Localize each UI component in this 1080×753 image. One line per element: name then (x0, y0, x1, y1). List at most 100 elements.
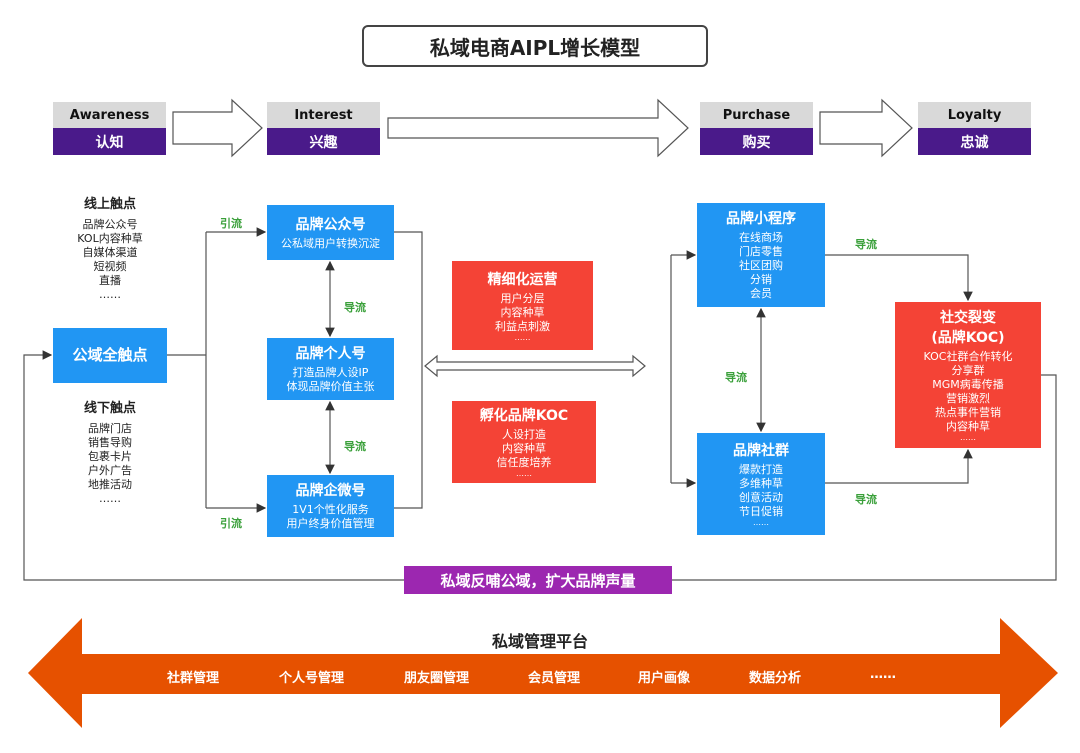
box-line: 1V1个性化服务 (292, 503, 369, 516)
list-item: 地推活动 (88, 478, 132, 491)
box-line: 热点事件营销 (935, 406, 1001, 419)
box-line: 利益点刺激 (495, 319, 550, 333)
platform-item: 用户画像 (638, 671, 691, 686)
box-line: …… (960, 433, 976, 442)
box-line: 会员 (750, 287, 772, 300)
box-line: 节日促销 (739, 505, 783, 518)
box-line: 内容种草 (946, 420, 990, 433)
flow-label: 导流 (725, 371, 747, 384)
hollow-arrow-2 (387, 98, 689, 158)
box-line: 打造品牌人设IP (292, 366, 369, 379)
list-item: 销售导购 (88, 436, 132, 449)
box-line: 爆款打造 (739, 463, 783, 476)
online-touchpoints: 线上触点 品牌公众号 KOL内容种草 自媒体渠道 短视频 直播 …… (55, 198, 165, 302)
stage-en: Awareness (53, 102, 166, 128)
stage-zh: 认知 (53, 128, 166, 155)
offline-touchpoints: 线下触点 品牌门店 销售导购 包裹卡片 户外广告 地推活动 …… (55, 402, 165, 506)
stage-zh: 忠诚 (918, 128, 1031, 155)
flow-label: 导流 (855, 493, 877, 506)
list-item: 户外广告 (88, 464, 132, 477)
platform-item: 数据分析 (749, 671, 802, 686)
node-ops: 精细化运营 用户分层 内容种草 利益点刺激 …… (452, 261, 593, 350)
box-title: 精细化运营 (487, 271, 558, 288)
box-line: 人设打造 (502, 428, 546, 441)
box-line: 内容种草 (502, 442, 546, 455)
box-line: 创意活动 (739, 491, 783, 504)
flow-label: 导流 (855, 238, 877, 251)
public-touchpoint-box: 公域全触点 (53, 328, 167, 383)
box-title: 品牌企微号 (295, 483, 366, 499)
box-subtitle: (品牌KOC) (931, 330, 1005, 346)
node-community: 品牌社群 爆款打造 多维种草 创意活动 节日促销 …… (697, 433, 825, 535)
stage-en: Loyalty (918, 102, 1031, 128)
stage-en: Purchase (700, 102, 813, 128)
flow-label: 导流 (344, 440, 366, 453)
feedback-banner: 私域反哺公域，扩大品牌声量 (404, 566, 672, 594)
list-item: 自媒体渠道 (82, 246, 138, 259)
box-title: 品牌小程序 (726, 211, 796, 227)
node-mini-program: 品牌小程序 在线商场 门店零售 社区团购 分销 会员 (697, 203, 825, 307)
list-item: 品牌门店 (88, 422, 132, 435)
stage-en: Interest (267, 102, 380, 128)
flow-label: 引流 (220, 217, 242, 230)
box-title: 品牌社群 (733, 443, 789, 459)
box-line: 公私域用户转换沉淀 (281, 236, 380, 250)
box-line: 多维种草 (739, 477, 783, 490)
box-title: 品牌个人号 (295, 346, 366, 362)
box-line: 信任度培养 (496, 456, 552, 469)
box-title: 品牌公众号 (295, 216, 366, 233)
flow-label: 导流 (344, 301, 366, 314)
list-item: …… (99, 288, 121, 301)
box-line: 分销 (750, 273, 772, 286)
box-line: MGM病毒传播 (932, 378, 1004, 391)
online-title: 线上触点 (83, 197, 136, 212)
box-title: 社交裂变 (940, 310, 996, 326)
hollow-arrow-1 (172, 98, 263, 158)
list-item: 品牌公众号 (82, 218, 138, 231)
double-hollow-arrow (424, 354, 646, 378)
box-line: 用户分层 (500, 291, 545, 305)
box-line: 体现品牌价值主张 (286, 380, 375, 393)
platform-item: 朋友圈管理 (404, 671, 470, 686)
stage-zh: 购买 (700, 128, 813, 155)
box-line: 在线商场 (739, 231, 783, 244)
stage-zh: 兴趣 (267, 128, 380, 155)
platform-item: 会员管理 (528, 671, 581, 686)
box-line: KOC社群合作转化 (923, 350, 1013, 363)
box-line: 门店零售 (739, 245, 783, 258)
box-line: …… (514, 332, 531, 342)
node-gzh: 品牌公众号 公私域用户转换沉淀 (267, 205, 394, 260)
platform-item: …… (870, 667, 896, 682)
box-line: 社区团购 (739, 259, 783, 272)
node-personal: 品牌个人号 打造品牌人设IP 体现品牌价值主张 (267, 338, 394, 400)
list-item: 直播 (99, 274, 121, 287)
list-item: 短视频 (93, 260, 127, 273)
platform-title: 私域管理平台 (491, 632, 588, 651)
list-item: 包裹卡片 (88, 450, 132, 463)
page-title: 私域电商AIPL增长模型 (362, 25, 708, 67)
box-title: 公域全触点 (72, 345, 148, 364)
box-line: 营销激烈 (946, 392, 990, 405)
bottom-platform-arrow (28, 618, 1058, 728)
box-title: 孵化品牌KOC (479, 408, 569, 424)
flow-label: 引流 (220, 517, 242, 530)
list-item: …… (99, 492, 121, 505)
box-line: 用户终身价值管理 (286, 517, 375, 530)
box-line: …… (753, 518, 769, 527)
hollow-arrow-3 (819, 98, 913, 158)
box-line: 内容种草 (500, 305, 545, 319)
platform-item: 社群管理 (167, 671, 220, 686)
list-item: KOL内容种草 (77, 232, 143, 245)
box-line: 分享群 (951, 364, 985, 377)
node-koc: 孵化品牌KOC 人设打造 内容种草 信任度培养 …… (452, 401, 596, 483)
node-social-fission: 社交裂变 (品牌KOC) KOC社群合作转化 分享群 MGM病毒传播 营销激烈 … (895, 302, 1041, 448)
offline-title: 线下触点 (83, 401, 136, 416)
box-line: …… (516, 469, 532, 478)
node-wecom: 品牌企微号 1V1个性化服务 用户终身价值管理 (267, 475, 394, 537)
platform-item: 个人号管理 (279, 671, 345, 686)
